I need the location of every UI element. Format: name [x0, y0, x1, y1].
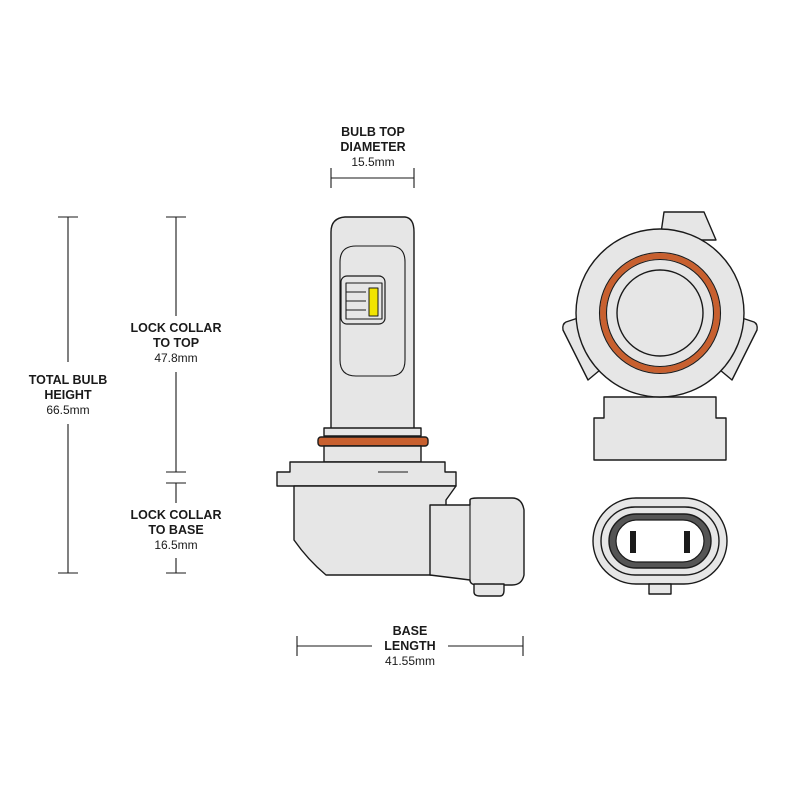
lock-collar-to-base-label: LOCK COLLAR TO BASE 16.5mm: [116, 508, 236, 553]
connector-socket: [615, 519, 705, 563]
bulb-top-line1: BULB TOP: [341, 125, 405, 139]
lock-base-line2: TO BASE: [148, 523, 204, 537]
bulb-top-view: [562, 211, 758, 461]
total-height-value: 66.5mm: [46, 403, 90, 417]
connector-key-tab: [648, 583, 672, 595]
lock-top-line1: LOCK COLLAR: [130, 321, 222, 335]
lock-collar-to-top-label: LOCK COLLAR TO TOP 47.8mm: [116, 321, 236, 366]
base-length-line2: LENGTH: [384, 639, 436, 653]
connector-pin-right: [684, 531, 690, 553]
connector-tab: [473, 583, 505, 597]
total-height-line1: TOTAL BULB: [28, 373, 108, 387]
connector-body: [429, 497, 525, 586]
base-length-line1: BASE: [392, 624, 428, 638]
bulb-top-value: 15.5mm: [351, 155, 395, 169]
lock-base-line1: LOCK COLLAR: [130, 508, 222, 522]
base-length-label: BASE LENGTH 41.55mm: [360, 624, 460, 669]
dimension-lines: [58, 168, 524, 656]
top-view-oring: [600, 253, 720, 373]
connector-view: [592, 497, 728, 595]
lock-top-value: 47.8mm: [154, 351, 198, 365]
top-view-oring-outer: [598, 251, 722, 375]
lock-flange: [276, 461, 457, 487]
lock-base-value: 16.5mm: [154, 538, 198, 552]
connector-pin-left: [630, 531, 636, 553]
bulb-top-diameter-label: BULB TOP DIAMETER 15.5mm: [323, 125, 423, 170]
lock-top-line2: TO TOP: [152, 336, 200, 350]
top-view-base: [593, 396, 727, 461]
base-length-value: 41.55mm: [384, 654, 436, 668]
bulb-oring: [317, 436, 429, 447]
bulb-side-view: [276, 216, 525, 597]
bulb-collar: [323, 427, 422, 437]
total-bulb-height-label: TOTAL BULB HEIGHT 66.5mm: [18, 373, 118, 418]
bulb-neck: [323, 445, 422, 463]
top-view-oring-inner: [605, 258, 715, 368]
bulb-top-line2: DIAMETER: [340, 140, 406, 154]
top-view-tube: [616, 269, 704, 357]
bulb-tube: [330, 216, 415, 441]
led-pad-recess: [339, 245, 406, 377]
total-height-line2: HEIGHT: [44, 388, 92, 402]
led-chip: [368, 287, 379, 317]
